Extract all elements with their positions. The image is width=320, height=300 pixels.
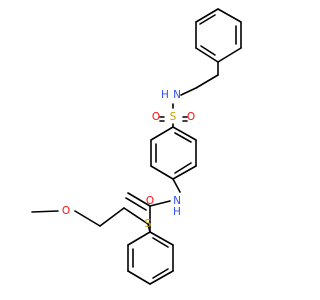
atom-o-sulfonyl-right: O [187, 111, 195, 123]
atom-o-ether: O [62, 205, 70, 217]
atom-n-sulfonamide: N [173, 89, 181, 101]
atom-n-amide: N [173, 195, 181, 207]
molecule-structure: O S O N H S O O N H [31, 8, 242, 285]
atom-s-sulfonyl: S [170, 111, 177, 123]
atom-labels: O S O N H S O O N H [62, 89, 195, 230]
atom-o-carbonyl: O [146, 195, 154, 207]
bond-skeleton [31, 8, 242, 285]
atom-h-sulfonamide: H [161, 89, 169, 101]
atom-h-amide: H [173, 206, 181, 218]
atom-o-sulfonyl-left: O [152, 111, 160, 123]
atom-s-thioether: S [145, 218, 152, 230]
